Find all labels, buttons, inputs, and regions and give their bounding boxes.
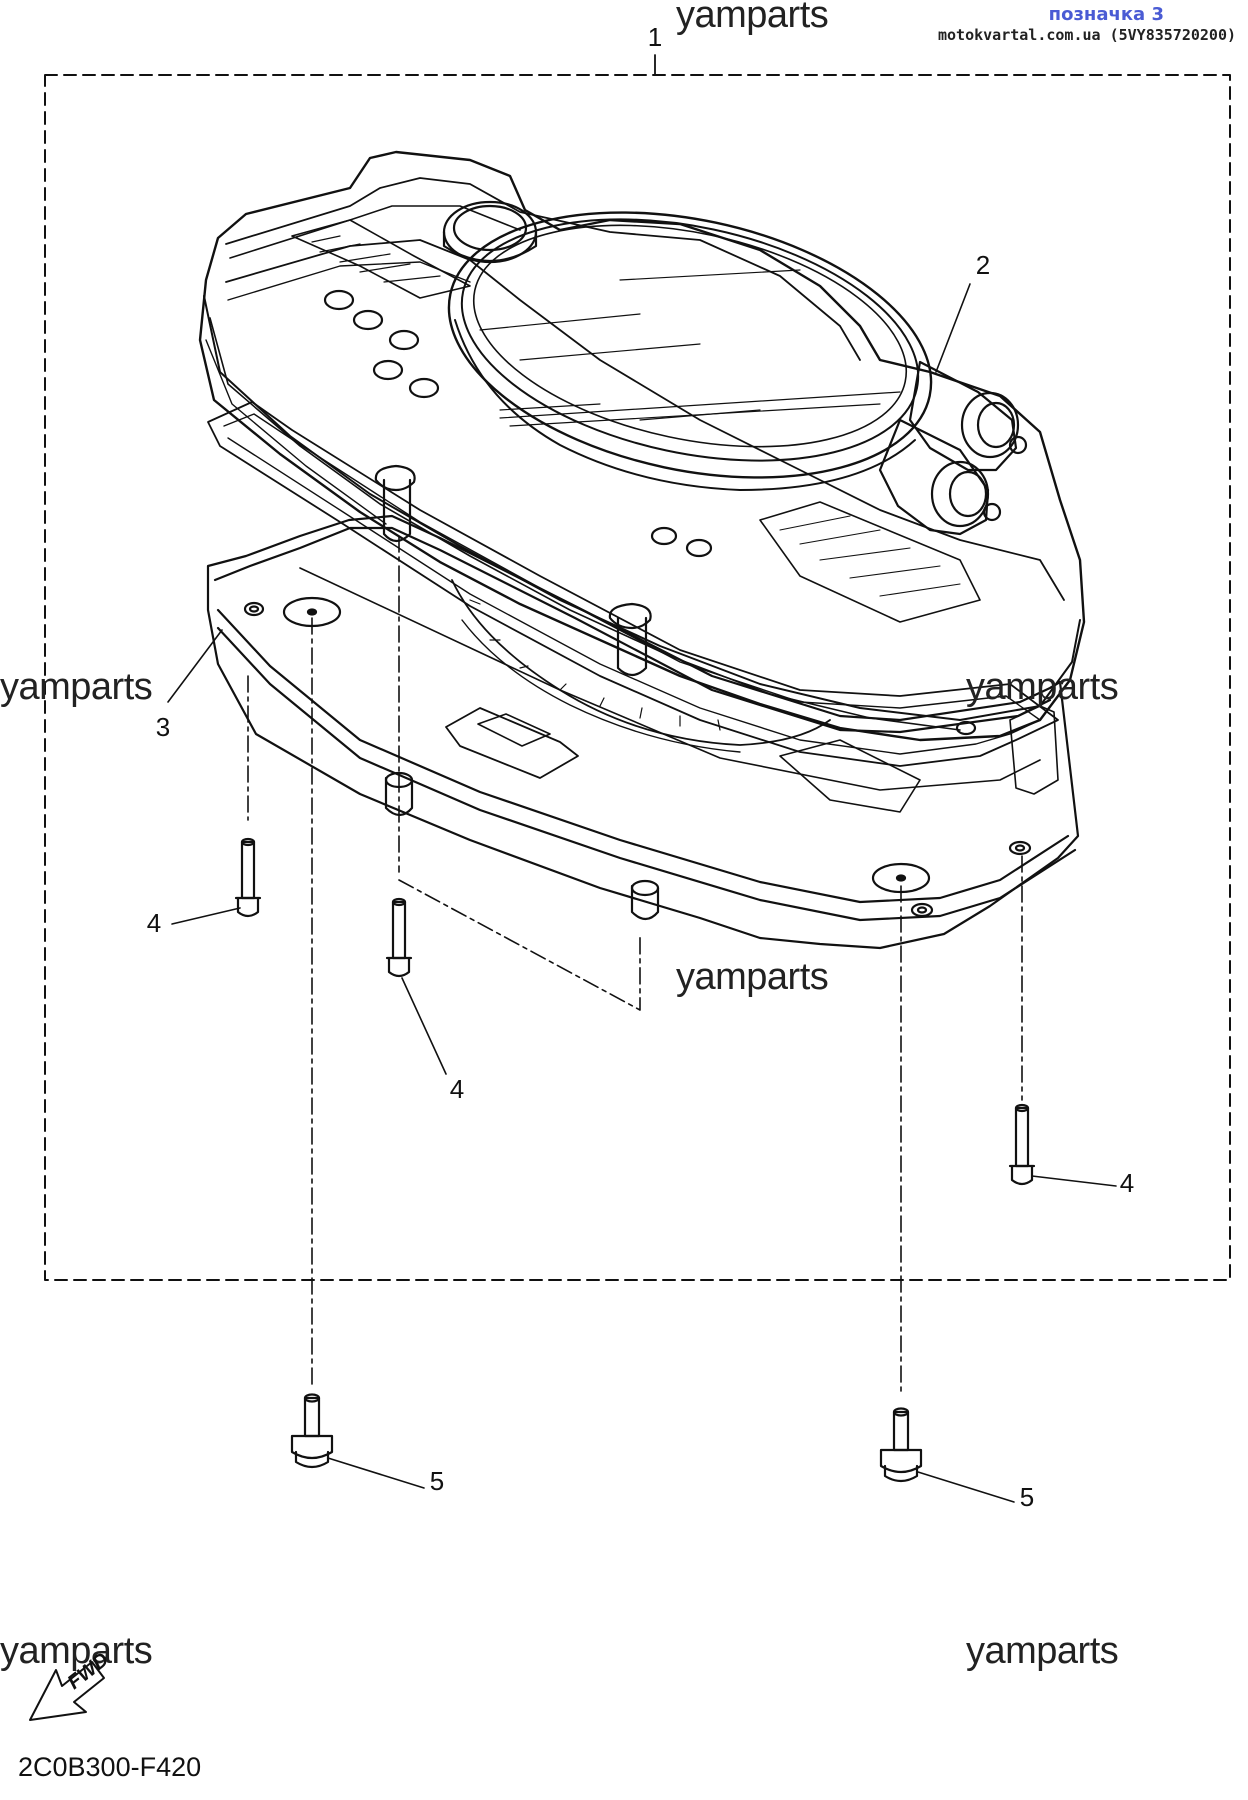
callout-3: 3: [155, 712, 171, 742]
callout-4-right: 4: [1119, 1168, 1135, 1198]
fwd-text: FWD: [64, 1649, 113, 1694]
callout-4-left: 4: [146, 908, 162, 938]
label-tag: позначка 3: [1048, 4, 1164, 25]
callout-5-right: 5: [1019, 1482, 1035, 1512]
assembly-boundary: [44, 74, 1231, 1281]
screw-4-middle: [385, 897, 413, 978]
fwd-arrow-icon: [29, 1661, 105, 1721]
meter-assembly: [198, 150, 1086, 742]
bolt-5-right: [879, 1407, 923, 1483]
callout-2: 2: [975, 250, 991, 280]
screw-4-right: [1008, 1103, 1036, 1186]
watermark-top: yamparts: [676, 0, 829, 36]
watermark-right-mid: yamparts: [966, 666, 1119, 708]
leader-lines: [167, 283, 1117, 1503]
lower-case: [206, 514, 1080, 950]
screw-4-left: [234, 837, 262, 918]
callout-4-middle: 4: [449, 1074, 465, 1104]
callout-1: 1: [647, 22, 663, 52]
watermark-bottom-left: yamparts: [0, 1630, 153, 1672]
fwd-label: FWD: [64, 1649, 113, 1694]
alignment-lines: [247, 535, 1023, 1397]
watermark-center: yamparts: [676, 956, 829, 998]
gauge-dial: [451, 579, 921, 813]
callout-5-left: 5: [429, 1466, 445, 1496]
source-caption: motokvartal.com.ua (5VY835720200): [937, 26, 1236, 44]
diagram-code: 2C0B300-F420: [18, 1752, 202, 1782]
watermark-left-mid: yamparts: [0, 666, 153, 708]
watermark-bottom-right: yamparts: [966, 1630, 1119, 1672]
bolt-5-left: [290, 1393, 334, 1469]
